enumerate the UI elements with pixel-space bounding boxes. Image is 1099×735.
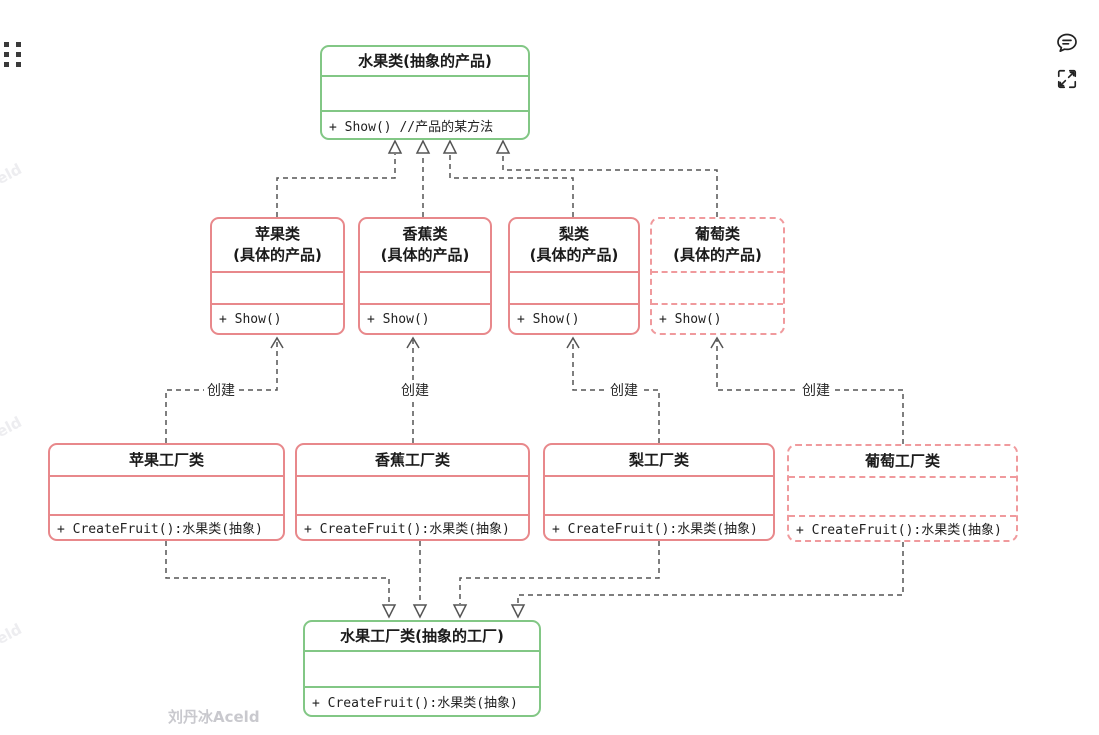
class-title-text: 梨工厂类: [628, 450, 689, 469]
class-title: 梨工厂类: [545, 445, 773, 475]
class-attributes-section: [360, 271, 490, 303]
class-title: 梨类 (具体的产品): [510, 219, 638, 271]
class-title-text: 水果类(抽象的产品): [358, 51, 492, 70]
class-subtitle-text: (具体的产品): [233, 246, 322, 264]
class-box-pear-product[interactable]: 梨类 (具体的产品) + Show(): [508, 217, 640, 335]
class-title: 苹果工厂类: [50, 445, 283, 475]
class-method: + CreateFruit():水果类(抽象): [50, 514, 283, 539]
class-subtitle-text: (具体的产品): [380, 246, 470, 264]
class-method-text: + Show() //产品的某方法: [329, 119, 494, 135]
class-attributes-section: [212, 271, 343, 303]
create-connector-pear[interactable]: [566, 336, 660, 443]
class-method: + CreateFruit():水果类(抽象): [789, 515, 1016, 540]
class-title-text: 水果工厂类(抽象的工厂): [340, 626, 504, 645]
expand-icon[interactable]: [1056, 68, 1078, 94]
class-title-text: 葡萄类: [694, 225, 740, 243]
create-edge-label-grape[interactable]: 创建: [799, 380, 833, 400]
create-connector-banana[interactable]: [406, 336, 420, 443]
class-box-abstract-product[interactable]: 水果类(抽象的产品) + Show() //产品的某方法: [320, 45, 530, 140]
drag-handle-icon[interactable]: [3, 40, 25, 72]
inheritance-connector-banana-factory[interactable]: [412, 541, 428, 619]
inheritance-connector-grape-product[interactable]: [495, 139, 718, 217]
class-attributes-section: [322, 75, 528, 110]
create-edge-label-banana[interactable]: 创建: [398, 380, 432, 400]
class-attributes-section: [652, 271, 783, 303]
class-attributes-section: [305, 650, 539, 686]
class-subtitle-text: (具体的产品): [673, 246, 762, 264]
class-method-text: + CreateFruit():水果类(抽象): [312, 696, 518, 711]
class-method-text: + CreateFruit():水果类(抽象): [304, 522, 510, 537]
class-title: 苹果类 (具体的产品): [212, 219, 343, 271]
create-edge-label-apple[interactable]: 创建: [204, 380, 238, 400]
class-title-text: 香蕉工厂类: [374, 450, 450, 469]
class-method: + CreateFruit():水果类(抽象): [545, 514, 773, 539]
class-box-grape-factory[interactable]: 葡萄工厂类 + CreateFruit():水果类(抽象): [787, 444, 1018, 542]
class-method: + Show(): [652, 303, 783, 333]
class-method: + Show(): [212, 303, 343, 333]
class-method-text: + Show(): [367, 311, 430, 327]
class-title: 水果工厂类(抽象的工厂): [305, 622, 539, 650]
inheritance-connector-apple-product[interactable]: [276, 139, 403, 217]
inheritance-connector-pear-factory[interactable]: [452, 541, 660, 619]
class-box-banana-product[interactable]: 香蕉类 (具体的产品) + Show(): [358, 217, 492, 335]
class-method-text: + CreateFruit():水果类(抽象): [796, 523, 1002, 538]
class-attributes-section: [510, 271, 638, 303]
class-method: + Show() //产品的某方法: [322, 110, 528, 138]
class-method: + Show(): [510, 303, 638, 333]
class-method: + CreateFruit():水果类(抽象): [305, 686, 539, 715]
class-box-abstract-factory[interactable]: 水果工厂类(抽象的工厂) + CreateFruit():水果类(抽象): [303, 620, 541, 717]
class-box-grape-product[interactable]: 葡萄类 (具体的产品) + Show(): [650, 217, 785, 335]
class-attributes-section: [545, 475, 773, 514]
class-title-text: 苹果工厂类: [128, 450, 204, 469]
inheritance-connector-banana-product[interactable]: [415, 139, 431, 217]
author-watermark: 刘丹冰Aceld: [168, 708, 260, 726]
class-title: 水果类(抽象的产品): [322, 47, 528, 75]
class-method: + Show(): [360, 303, 490, 333]
class-method-text: + Show(): [517, 311, 580, 327]
class-title-text: 苹果类: [254, 225, 300, 243]
class-box-apple-product[interactable]: 苹果类 (具体的产品) + Show(): [210, 217, 345, 335]
class-title-text: 葡萄工厂类: [864, 451, 940, 470]
class-title-text: 梨类: [558, 225, 589, 243]
class-box-apple-factory[interactable]: 苹果工厂类 + CreateFruit():水果类(抽象): [48, 443, 285, 541]
class-box-pear-factory[interactable]: 梨工厂类 + CreateFruit():水果类(抽象): [543, 443, 775, 541]
inheritance-connector-pear-product[interactable]: [442, 139, 574, 217]
class-title: 香蕉类 (具体的产品): [360, 219, 490, 271]
class-method-text: + CreateFruit():水果类(抽象): [552, 522, 758, 537]
class-method-text: + CreateFruit():水果类(抽象): [57, 522, 263, 537]
class-title: 葡萄类 (具体的产品): [652, 219, 783, 271]
create-edge-label-pear[interactable]: 创建: [607, 380, 641, 400]
class-box-banana-factory[interactable]: 香蕉工厂类 + CreateFruit():水果类(抽象): [295, 443, 530, 541]
class-attributes-section: [297, 475, 528, 514]
class-title: 香蕉工厂类: [297, 445, 528, 475]
inheritance-connector-grape-factory[interactable]: [510, 542, 904, 619]
class-method-text: + Show(): [219, 311, 282, 327]
class-attributes-section: [789, 476, 1016, 515]
class-attributes-section: [50, 475, 283, 514]
comment-icon[interactable]: [1055, 31, 1079, 59]
class-title: 葡萄工厂类: [789, 446, 1016, 476]
class-method-text: + Show(): [659, 311, 722, 327]
class-title-text: 香蕉类: [402, 225, 448, 243]
class-subtitle-text: (具体的产品): [529, 246, 619, 264]
inheritance-connector-apple-factory[interactable]: [165, 541, 397, 619]
class-method: + CreateFruit():水果类(抽象): [297, 514, 528, 539]
